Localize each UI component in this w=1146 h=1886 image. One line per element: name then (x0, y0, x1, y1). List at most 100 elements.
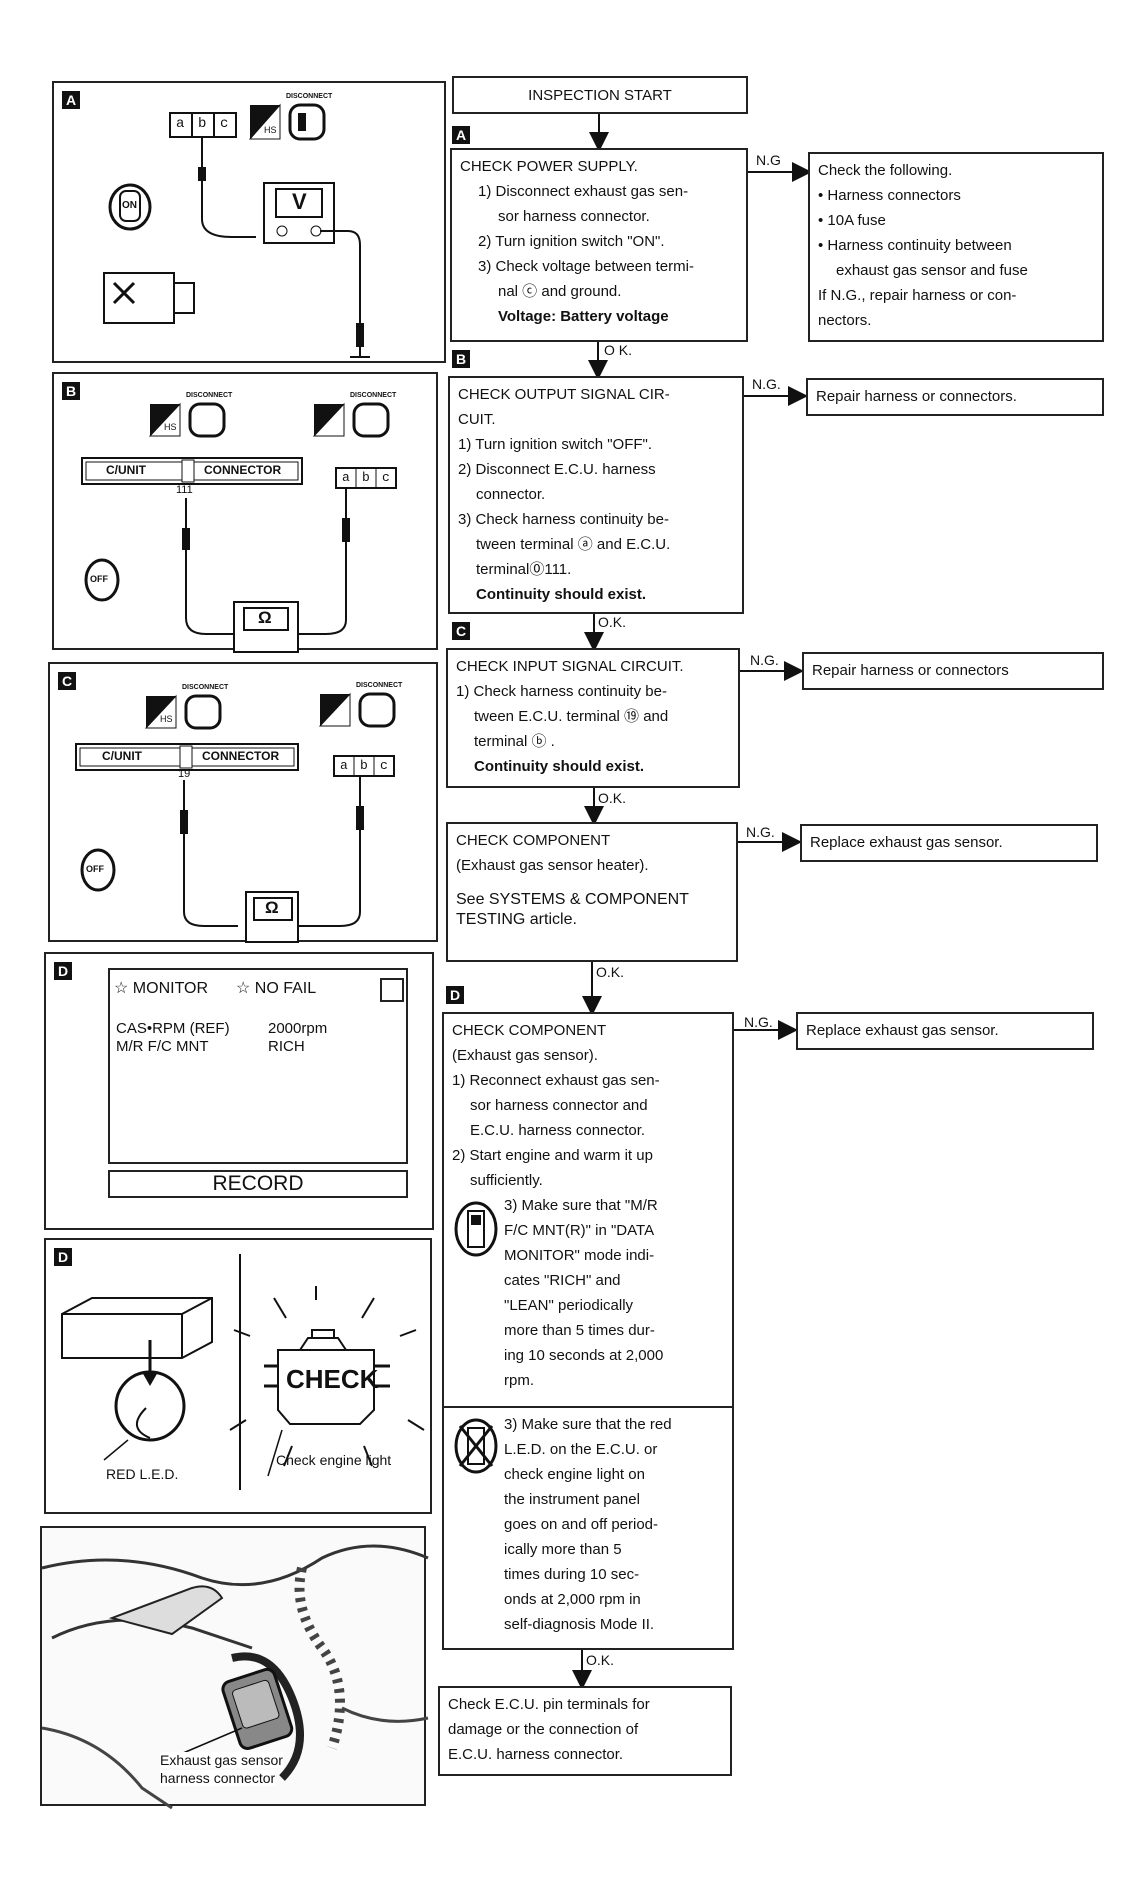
ok-label-2: O.K. (598, 614, 627, 630)
pin-19-label: 19 (178, 768, 191, 780)
monitor-row1-value: 2000rpm (268, 1020, 328, 1037)
monitor-screen (108, 968, 408, 1164)
step5-line3-1: F/C MNT(R)" in "DATA (504, 1222, 655, 1239)
step5-led-box: 3) Make sure that the red L.E.D. on the … (442, 1406, 734, 1650)
step5-tag: D (446, 986, 464, 1004)
figure-a-panel: A a b c DISCONNECT HS V ON (52, 81, 446, 363)
step2-result: Continuity should exist. (476, 586, 647, 603)
disconnect-label-b2: DISCONNECT (350, 392, 397, 399)
b-conn-a: a (342, 470, 350, 485)
b-conn-b: b (362, 470, 370, 485)
step5-line4-0: 3) Make sure that the red (504, 1416, 672, 1433)
step5-monitor-row: 3) Make sure that "M/R F/C MNT(R)" in "D… (452, 1193, 724, 1393)
step5-line1c: E.C.U. harness connector. (470, 1122, 646, 1139)
monitor-row1-label: CAS•RPM (REF) (116, 1020, 230, 1037)
step5-line4-3: the instrument panel (504, 1491, 640, 1508)
harness-label-2: harness connector (160, 1770, 276, 1786)
connector-letter-a: a (176, 116, 185, 132)
figure-c-svg (75, 692, 396, 943)
connector-letter-c: c (220, 116, 229, 132)
step3-box: CHECK INPUT SIGNAL CIRCUIT. 1) Check har… (446, 648, 740, 788)
figure-d2-svg (61, 1254, 425, 1490)
key-on-label: ON (122, 200, 137, 211)
monitor-checkbox (380, 978, 404, 1002)
step3-title: CHECK INPUT SIGNAL CIRCUIT. (456, 658, 684, 675)
step2-title2: CUIT. (458, 411, 496, 428)
figure-d-monitor-panel: D ☆ MONITOR ☆ NO FAIL CAS•RPM (REF) 2000… (44, 952, 434, 1230)
step3-line1b: tween E.C.U. terminal ⑲ and (474, 708, 669, 725)
step4-ng-label: N.G. (746, 824, 775, 840)
step5-line4-2: check engine light on (504, 1466, 645, 1483)
step5-line1b: sor harness connector and (470, 1097, 648, 1114)
step2-line1: 1) Turn ignition switch "OFF". (458, 436, 653, 453)
cunit-label-c: C/UNIT (102, 749, 142, 763)
check-engine-light-label: Check engine light (276, 1452, 392, 1468)
step1-ng-b2: • 10A fuse (818, 212, 886, 229)
harness-photo-panel: Exhaust gas sensor harness connector (40, 1526, 429, 1810)
step4-sub: (Exhaust gas sensor heater). (456, 857, 649, 874)
voltmeter-label: V (292, 189, 307, 214)
step2-ng-label: N.G. (752, 376, 781, 392)
ok-label-4: O.K. (596, 964, 625, 980)
step1-line3b: nal ⓒ and ground. (498, 283, 622, 300)
key-off-label-c: OFF (86, 864, 104, 874)
consult-icon (452, 1199, 504, 1269)
step5-line4-8: self-diagnosis Mode II. (504, 1616, 655, 1633)
step5-ng-box: Replace exhaust gas sensor. (796, 1012, 1094, 1050)
step5-line3-list: 3) Make sure that "M/R F/C MNT(R)" in "D… (504, 1193, 663, 1393)
step1-line1a: 1) Disconnect exhaust gas sen- (478, 183, 689, 200)
step5-line2a: 2) Start engine and warm it up (452, 1147, 653, 1164)
monitor-row2-label: M/R F/C MNT (116, 1038, 209, 1055)
step1-ng-b3b: exhaust gas sensor and fuse (836, 262, 1028, 279)
step5-led-row: 3) Make sure that the red L.E.D. on the … (452, 1412, 724, 1637)
hs-label: HS (264, 125, 277, 135)
b-conn-c: c (382, 470, 390, 485)
inspection-start-box: INSPECTION START (452, 76, 748, 114)
harness-photo-svg (41, 1544, 429, 1810)
step5-line3-7: rpm. (504, 1372, 534, 1389)
disconnect-label-c2: DISCONNECT (356, 682, 403, 689)
step5-line4-1: L.E.D. on the E.C.U. or (504, 1441, 658, 1458)
step3-result: Continuity should exist. (474, 758, 645, 775)
step1-result: Voltage: Battery voltage (498, 308, 669, 325)
step4-see1: See SYSTEMS & COMPONENT (456, 891, 689, 908)
step2-ng-box: Repair harness or connectors. (806, 378, 1104, 416)
figure-a-svg (103, 103, 370, 358)
step1-line3a: 3) Check voltage between termi- (478, 258, 694, 275)
step5-line4-6: times during 10 sec- (504, 1566, 640, 1583)
check-lamp-text: CHECK (286, 1364, 379, 1394)
step2-title1: CHECK OUTPUT SIGNAL CIR- (458, 386, 670, 403)
step4-box: CHECK COMPONENT (Exhaust gas sensor heat… (446, 822, 738, 962)
red-led-label: RED L.E.D. (106, 1466, 179, 1482)
step1-title: CHECK POWER SUPPLY. (460, 158, 638, 175)
hs-label-b: HS (164, 422, 177, 432)
figure-c-tag: C (58, 672, 76, 690)
hs-label-c: HS (160, 714, 173, 724)
step5-line3-4: "LEAN" periodically (504, 1297, 634, 1314)
step3-line1c: terminal ⓑ . (474, 733, 555, 750)
connector-label-c: CONNECTOR (202, 749, 280, 763)
step1-ng-b3a: • Harness continuity between (818, 237, 1012, 254)
no-consult-icon (452, 1416, 504, 1486)
record-button: RECORD (108, 1170, 408, 1198)
harness-label-1: Exhaust gas sensor (160, 1752, 283, 1768)
step1-ng-label: N.G (756, 152, 781, 168)
step1-line1b: sor harness connector. (498, 208, 650, 225)
pin-111-label: 111 (176, 484, 193, 496)
step5-line3-3: cates "RICH" and (504, 1272, 621, 1289)
step2-line3c: terminal⓪111. (476, 561, 572, 578)
disconnect-label: DISCONNECT (286, 93, 333, 100)
step5-line4-4: goes on and off period- (504, 1516, 659, 1533)
ohmmeter-label-c: Ω (265, 898, 279, 917)
step5-title: CHECK COMPONENT (452, 1022, 607, 1039)
step3-tag: C (452, 622, 470, 640)
figure-d2-tag: D (54, 1248, 72, 1266)
step1-ng-box: Check the following. • Harness connector… (808, 152, 1104, 342)
final-box: Check E.C.U. pin terminals for damage or… (438, 1686, 732, 1776)
step5-line1a: 1) Reconnect exhaust gas sen- (452, 1072, 660, 1089)
figure-c-panel: C HS DISCONNECT DISCONNECT C/UNIT CONNEC… (48, 662, 438, 943)
step5-line4-7: onds at 2,000 rpm in (504, 1591, 641, 1608)
c-conn-c: c (380, 758, 388, 773)
step2-line2b: connector. (476, 486, 546, 503)
figure-d-tag: D (54, 962, 72, 980)
